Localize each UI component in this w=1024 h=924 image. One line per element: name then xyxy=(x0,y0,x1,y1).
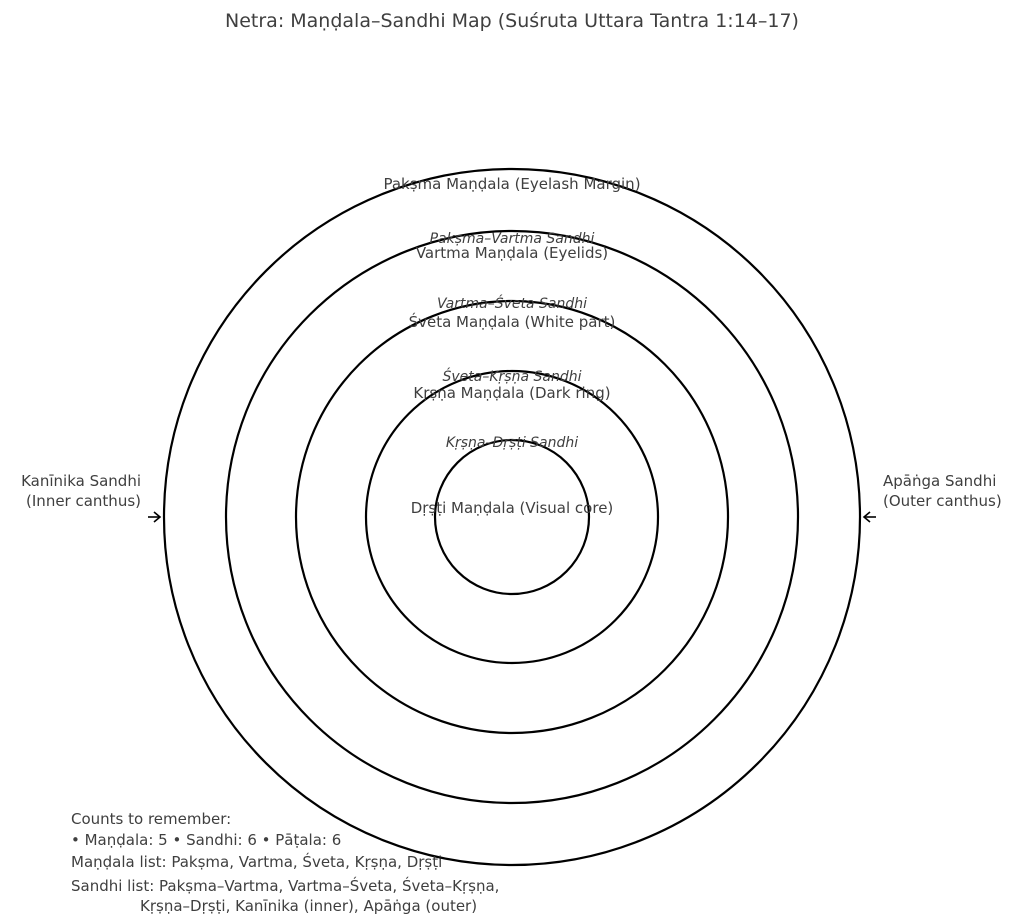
sandhi-label: Vartma–Śveta Sandhi xyxy=(437,294,587,312)
notes-sandhi-list-cont: Kṛṣṇa–Dṛṣṭi, Kanīnika (inner), Apāṅga (o… xyxy=(140,897,477,915)
sandhi-label: Kṛṣṇa–Dṛṣṭi Sandhi xyxy=(446,435,578,451)
diagram-title: Netra: Maṇḍala–Sandhi Map (Suśruta Uttar… xyxy=(225,10,799,32)
sandhi-label: Pakṣma–Vartma Sandhi xyxy=(430,231,595,247)
sandhi-label: Śveta–Kṛṣṇa Sandhi xyxy=(443,367,582,385)
mandala-label: Pakṣma Maṇḍala (Eyelash Margin) xyxy=(383,175,640,193)
ring-krsna xyxy=(364,369,660,665)
outer-canthus-label: Apāṅga Sandhi xyxy=(883,472,996,490)
outer-canthus-sublabel: (Outer canthus) xyxy=(883,492,1002,510)
mandala-label: Śveta Maṇḍala (White part) xyxy=(409,312,616,331)
notes-heading: Counts to remember: xyxy=(71,810,231,828)
mandala-label: Vartma Maṇḍala (Eyelids) xyxy=(416,244,608,262)
inner-canthus-arrow-icon xyxy=(148,511,162,523)
mandala-label: Dṛṣṭi Maṇḍala (Visual core) xyxy=(411,499,614,517)
inner-canthus-label: Kanīnika Sandhi xyxy=(21,472,141,490)
ring-drsti xyxy=(433,438,591,596)
notes-sandhi-list: Sandhi list: Pakṣma–Vartma, Vartma–Śveta… xyxy=(71,876,499,895)
inner-canthus-sublabel: (Inner canthus) xyxy=(26,492,141,510)
ring-paksma xyxy=(162,167,862,867)
mandala-label: Kṛṣṇa Maṇḍala (Dark ring) xyxy=(413,384,610,402)
ring-sveta xyxy=(294,299,730,735)
notes-mandala-list: Maṇḍala list: Pakṣma, Vartma, Śveta, Kṛṣ… xyxy=(71,852,442,871)
notes-counts: • Maṇḍala: 5 • Sandhi: 6 • Pāṭala: 6 xyxy=(71,831,341,849)
ring-vartma xyxy=(224,229,800,805)
outer-canthus-arrow-icon xyxy=(862,511,876,523)
